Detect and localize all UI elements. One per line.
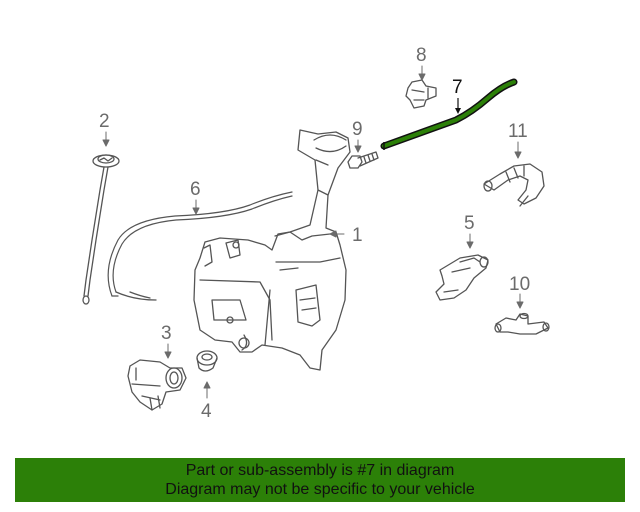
callout-1: 1 (352, 225, 363, 246)
callout-10: 10 (509, 274, 530, 295)
parts-diagram: 1 2 3 4 5 6 7 8 9 10 11 (82, 45, 550, 422)
part-5-nozzle[interactable] (435, 254, 489, 301)
banner-line-1: Part or sub-assembly is #7 in diagram (185, 462, 455, 479)
part-10-tee[interactable] (494, 312, 550, 335)
part-11-elbow-hose[interactable] (483, 163, 545, 207)
part-1-reservoir[interactable] (193, 129, 351, 371)
leader-7 (455, 98, 461, 114)
callout-9: 9 (352, 119, 363, 140)
callout-2: 2 (99, 111, 110, 132)
callout-4: 4 (201, 401, 212, 422)
part-7-hose-highlighted[interactable] (380, 78, 518, 150)
info-banner: Part or sub-assembly is #7 in diagram Di… (15, 458, 625, 502)
part-3-pump[interactable] (127, 359, 187, 411)
part-2-dipstick[interactable] (82, 154, 120, 305)
callout-7: 7 (452, 77, 463, 98)
callout-5: 5 (464, 213, 475, 234)
part-9-bolt[interactable] (347, 151, 379, 169)
callout-3: 3 (161, 323, 172, 344)
part-6-hose[interactable] (107, 191, 293, 301)
banner-line-2: Diagram may not be specific to your vehi… (165, 481, 475, 498)
part-4-grommet[interactable] (196, 350, 218, 372)
callout-6: 6 (190, 179, 201, 200)
part-8-clip[interactable] (405, 79, 437, 109)
callout-8: 8 (416, 45, 427, 66)
callout-11: 11 (508, 121, 528, 142)
